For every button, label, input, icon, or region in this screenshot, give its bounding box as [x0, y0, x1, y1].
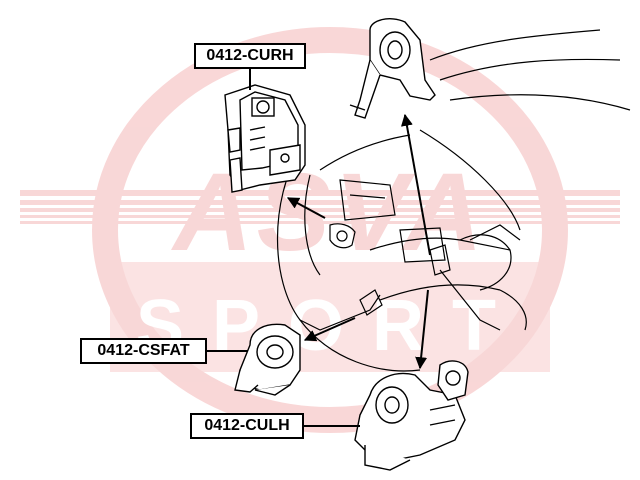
leader-lines: [207, 69, 431, 427]
arrow-to-upper-mount: [400, 113, 431, 256]
mount-culh-illustration: [354, 360, 469, 471]
part-label-culh: 0412-CULH: [190, 413, 304, 439]
arrow-to-curh: [286, 197, 326, 219]
mount-curh-illustration: [224, 84, 306, 193]
part-label-curh: 0412-CURH: [194, 43, 306, 69]
arrow-to-culh: [415, 289, 429, 370]
arrow-to-csfat: [303, 317, 356, 342]
mount-csfat-illustration: [234, 323, 301, 396]
engine-outline: [276, 29, 631, 372]
part-label-csfat: 0412-CSFAT: [80, 338, 207, 364]
mount-upper-right-illustration: [349, 18, 436, 119]
svg-text:ASVA: ASVA: [170, 151, 486, 274]
